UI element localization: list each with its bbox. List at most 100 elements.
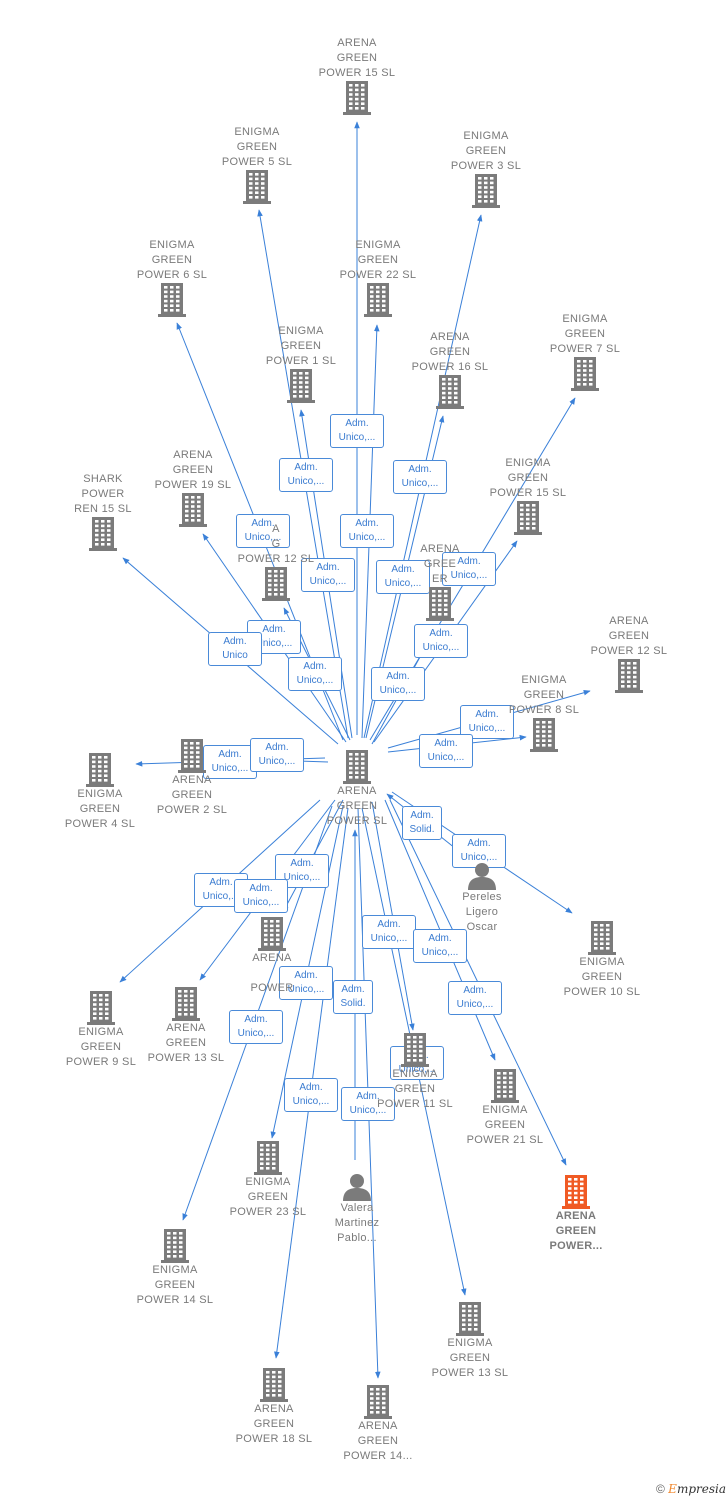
node-label-line: ARENA <box>555 1210 597 1222</box>
edge-label-line: Adm. <box>408 464 432 475</box>
building-icon <box>431 174 541 208</box>
edge-label-pereles[interactable]: Adm.Solid. <box>402 806 442 840</box>
building-icon <box>120 1229 230 1263</box>
node-label-line: ARENA <box>254 1403 294 1415</box>
edge-label-valera[interactable]: Adm.Solid. <box>333 980 373 1014</box>
node-label-line: GREEN <box>608 630 650 642</box>
edge-label-agp[interactable]: Adm.Unico,... <box>448 981 502 1015</box>
edge-label-ag12[interactable]: Adm.Unico,... <box>460 705 514 739</box>
node-label-line: ENIGMA <box>77 788 123 800</box>
edge-label-eg15[interactable]: Adm.Unico,... <box>414 624 468 658</box>
node-label-line: GREEN <box>247 1191 289 1203</box>
node-label-line: GREEN <box>507 472 549 484</box>
edge-label-line: Adm. <box>251 518 275 529</box>
edge-label-eg2[interactable]: Adm.Unico,... <box>250 738 304 772</box>
edge-label-eg21[interactable]: Adm.Unico,... <box>413 929 467 963</box>
node-label-line: GREEN <box>171 789 213 801</box>
node-label-line: ENIGMA <box>149 239 195 251</box>
edge-label-ag14[interactable]: Adm.Unico,... <box>341 1087 395 1121</box>
node-label-line: ENIGMA <box>579 956 625 968</box>
edge-label-eg22[interactable]: Adm.Unico,... <box>340 514 394 548</box>
edge-label-line: Adm. <box>345 418 369 429</box>
building-icon <box>473 501 583 535</box>
node-label-line: Ligero <box>465 906 499 918</box>
edge-label-line: Adm. <box>428 933 452 944</box>
edge-label-eg5[interactable]: Adm.Unico,... <box>279 458 333 492</box>
edge-label-eg11[interactable]: Adm.Unico,... <box>362 915 416 949</box>
node-label-line: GREEN <box>429 346 471 358</box>
building-icon <box>138 493 248 527</box>
edge-label-line: Adm. <box>218 749 242 760</box>
edge-label-ag18[interactable]: Adm.Unico,... <box>284 1078 338 1112</box>
edge-label-ag16[interactable]: Adm.Unico,... <box>376 560 430 594</box>
edge-label-line: Adm. <box>463 985 487 996</box>
edge-label-line: Adm. <box>434 738 458 749</box>
edge-label-line: Adm. <box>294 970 318 981</box>
edge-label-eg6[interactable]: Adm. Unico,... <box>236 514 290 548</box>
node-label-line: ENIGMA <box>505 457 551 469</box>
node-ag_mid[interactable]: ARENA POWER <box>217 917 327 996</box>
edge-label-eg7[interactable]: Adm.Unico,... <box>442 552 496 586</box>
edge-label-ag_hid[interactable]: Adm.Unico,... <box>371 667 425 701</box>
edge-label-shark[interactable]: Adm.Unico <box>208 632 262 666</box>
node-label-line: POWER 12 SL <box>237 553 315 565</box>
building-icon <box>521 1175 631 1209</box>
node-label-line: SHARK <box>83 473 123 485</box>
node-label-line: POWER 19 SL <box>154 479 232 491</box>
edge-label-ag13[interactable]: Adm.Unico,... <box>234 879 288 913</box>
edge-label-line: Unico,... <box>244 532 282 543</box>
node-label-line: POWER <box>81 488 125 500</box>
node-label-line: Valera <box>340 1202 374 1214</box>
building-icon <box>450 1069 560 1103</box>
edge-label-eg3[interactable]: Adm.Unico,... <box>393 460 447 494</box>
building-icon <box>137 739 247 773</box>
edge-label-eg1[interactable]: Adm.Unico,... <box>301 558 355 592</box>
node-label-line: Pereles <box>462 891 502 903</box>
node-label-line <box>217 966 327 981</box>
edge-label-line: Unico,... <box>255 638 293 649</box>
edge-label-ag15[interactable]: Adm.Unico,... <box>330 414 384 448</box>
brand-logo[interactable]: Empresia <box>668 1482 726 1496</box>
edge-label-eg10[interactable]: Adm.Unico,... <box>452 834 506 868</box>
edge-label-eg23[interactable]: Adm.Unico,... <box>279 966 333 1000</box>
edge-label-eg14[interactable]: Adm.Unico,... <box>229 1010 283 1044</box>
edge-label-ag12b[interactable]: Adm.Unico,... <box>288 657 342 691</box>
node-label-line: POWER 22 SL <box>339 269 417 281</box>
edge-label-eg8[interactable]: Adm.Unico,... <box>419 734 473 768</box>
